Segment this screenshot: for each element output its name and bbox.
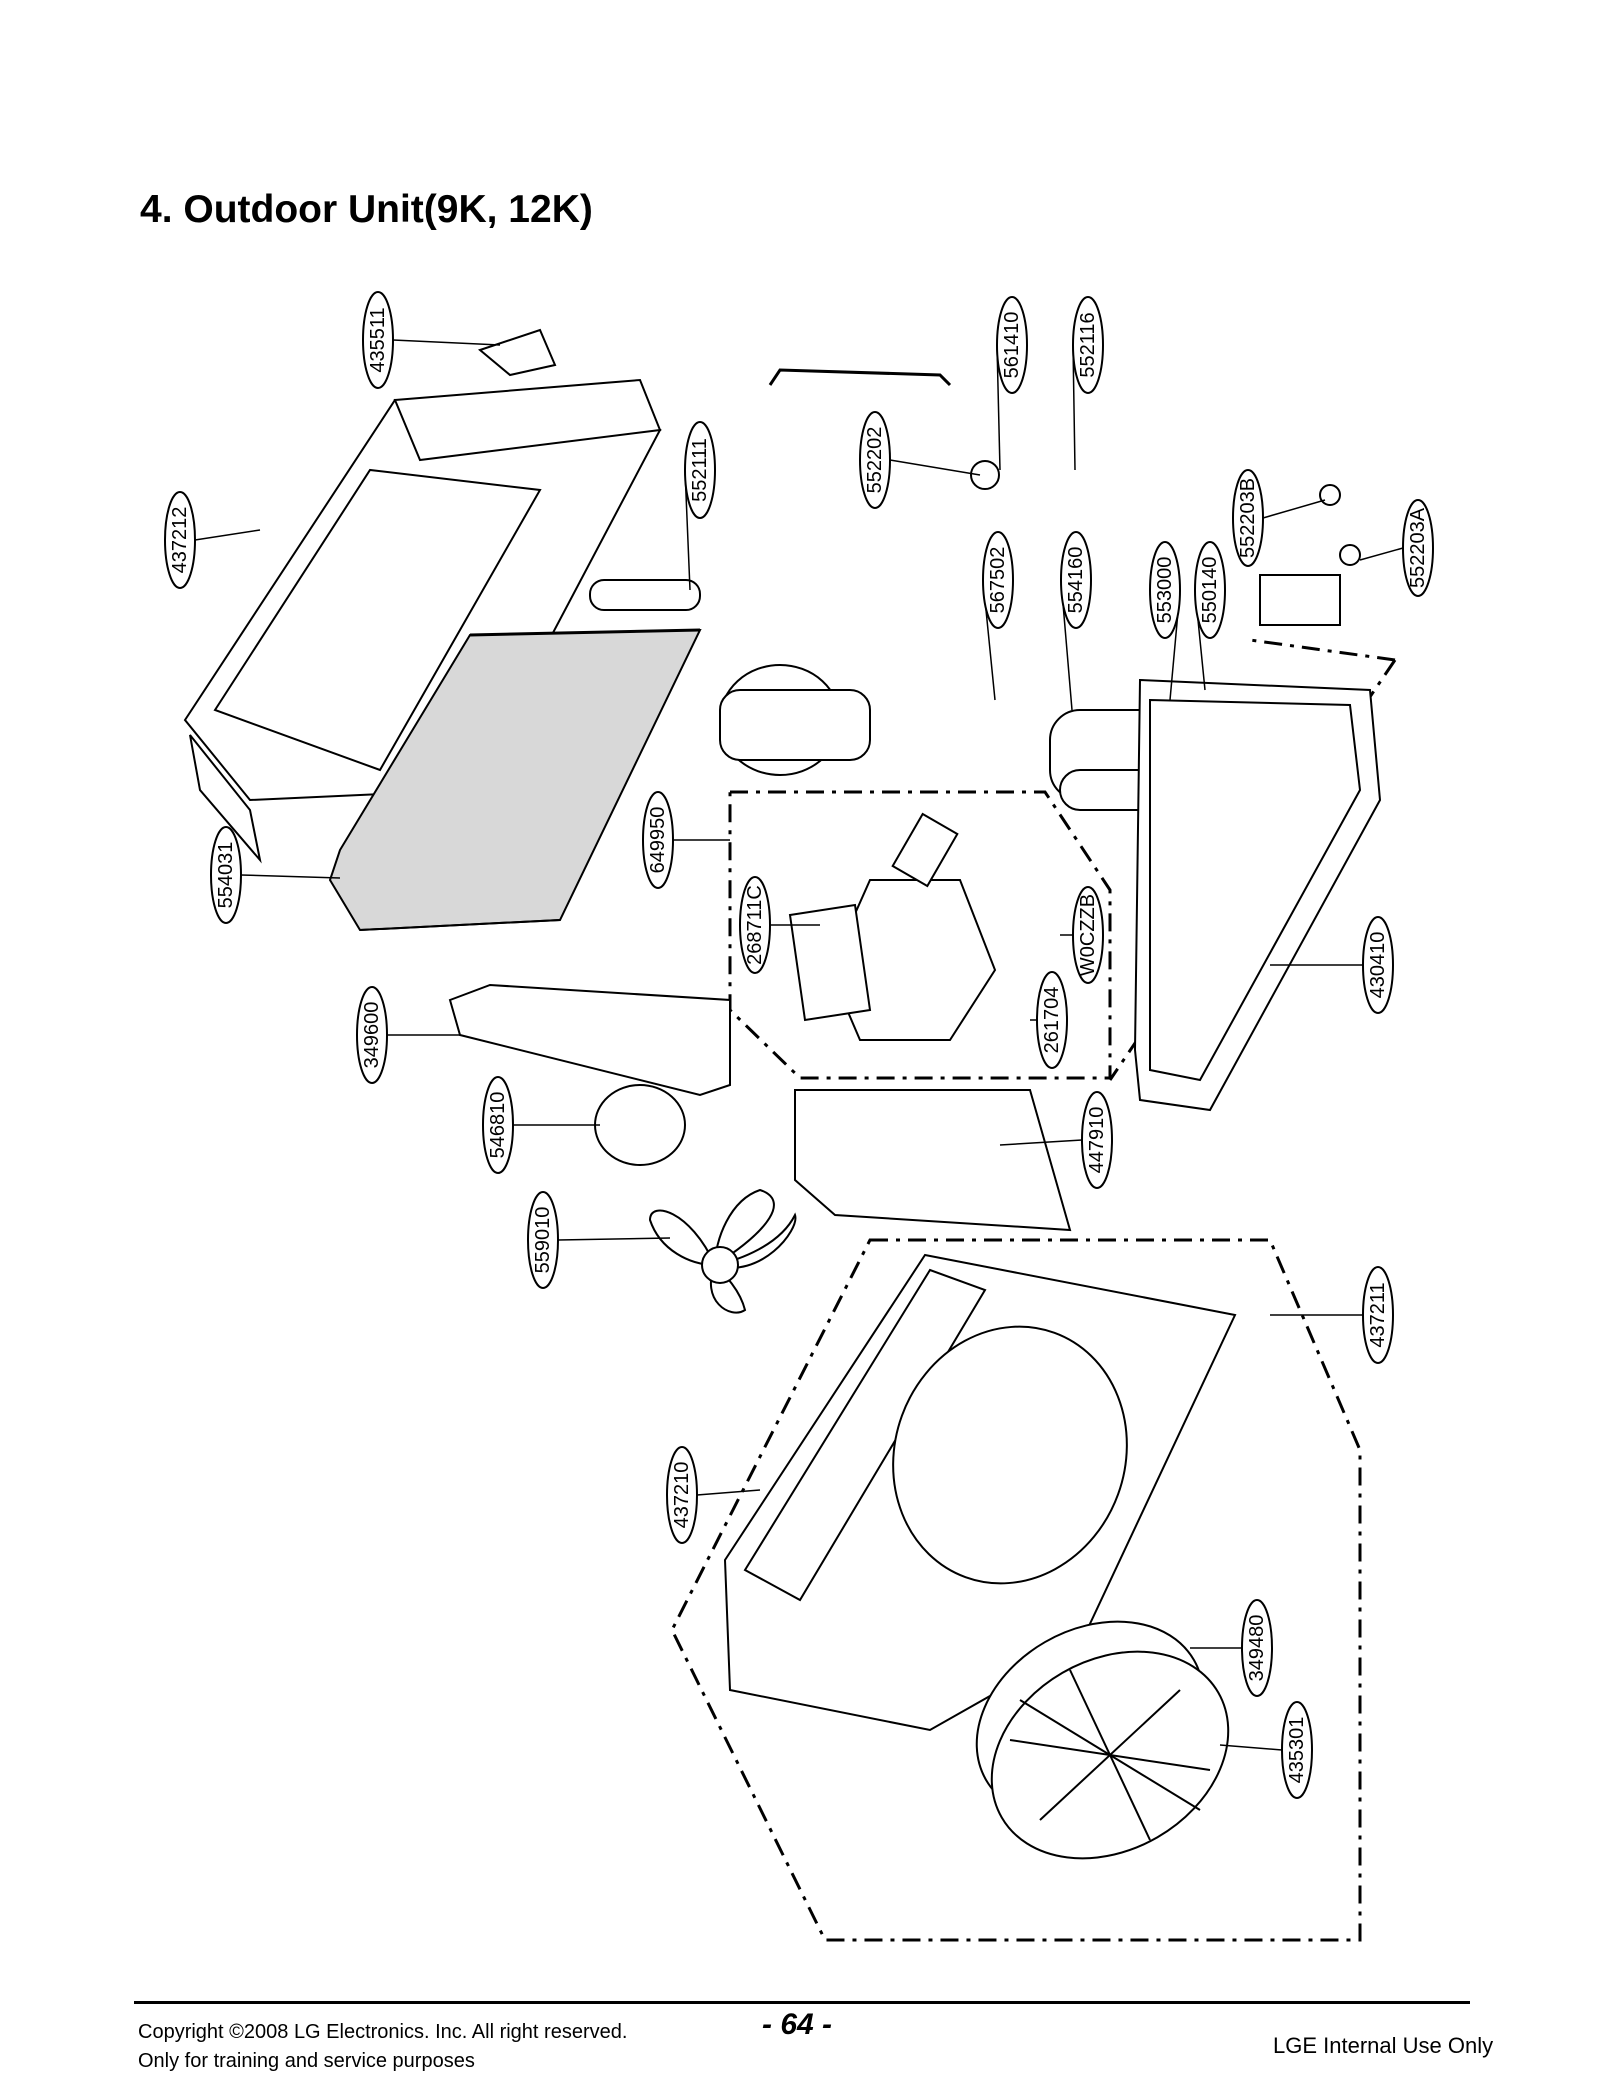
footer-copyright: Copyright ©2008 LG Electronics. Inc. All… <box>138 2021 628 2043</box>
part-number-label: 561410 <box>1001 312 1023 379</box>
part-number-label: 550140 <box>1199 557 1221 624</box>
page-title: 4. Outdoor Unit(9K, 12K) <box>140 188 593 231</box>
callout-bubble-552203B <box>1232 469 1264 567</box>
base-pan-part <box>1133 678 1382 1112</box>
cabinet-grille-part <box>213 468 542 772</box>
part-callouts: 435511 561410 552116 552202 552111 437212 5675… <box>164 291 1434 1799</box>
part-number-label: 437211 <box>1367 1282 1389 1347</box>
part-number-label: W0CZZB <box>1077 894 1099 976</box>
callout-leader-554031 <box>240 874 341 879</box>
callout-leader-435301 <box>1219 1744 1283 1751</box>
callout-bubble-349600 <box>356 986 388 1084</box>
part-number-label: 552202 <box>864 427 886 494</box>
terminal-block-part <box>891 812 959 888</box>
callout-leader-437212 <box>194 529 261 541</box>
part-number-label: 261704 <box>1041 987 1063 1054</box>
tube-part <box>589 579 701 611</box>
callout-bubble-552202 <box>859 411 891 509</box>
part-number-label: 552203A <box>1407 507 1429 588</box>
callout-bubble-261704 <box>1036 971 1068 1069</box>
callout-bubble-435511 <box>362 291 394 389</box>
callout-leader-552202 <box>889 459 981 476</box>
callout-bubble-554160 <box>1060 531 1092 629</box>
callout-leader-447910 <box>999 1139 1083 1146</box>
callout-bubble-435301 <box>1281 1701 1313 1799</box>
callout-bubble-550140 <box>1194 541 1226 639</box>
callout-bubble-268711C <box>739 876 771 974</box>
footer-purpose: Only for training and service purposes <box>138 2050 475 2072</box>
part-number-label: 437210 <box>671 1462 693 1529</box>
barrier-part <box>794 1089 1072 1232</box>
footer-rule <box>134 2001 1470 2004</box>
part-number-label: 649950 <box>647 807 669 874</box>
valve-bracket-part <box>1259 574 1341 626</box>
part-number-label: 567502 <box>987 547 1009 614</box>
callout-leader-559010 <box>557 1237 671 1241</box>
callout-leader-552116 <box>1072 344 1076 471</box>
callout-bubble-559010 <box>527 1191 559 1289</box>
callout-bubble-649950 <box>642 791 674 889</box>
part-number-label: 554160 <box>1065 547 1087 614</box>
part-number-label: 268711C <box>744 885 766 965</box>
callout-bubble-561410 <box>996 296 1028 394</box>
callout-bubble-554031 <box>210 826 242 924</box>
callout-bubble-552111 <box>684 421 716 519</box>
part-number-label: 546810 <box>487 1092 509 1159</box>
callout-bubble-437212 <box>164 491 196 589</box>
callout-bubble-552203A <box>1402 499 1434 597</box>
valve-part <box>970 460 1000 490</box>
part-number-label: 430410 <box>1367 932 1389 999</box>
callout-bubble-430410 <box>1362 916 1394 1014</box>
part-number-label: 447910 <box>1086 1107 1108 1174</box>
part-number-label: 552116 <box>1077 312 1099 377</box>
part-number-label: 435511 <box>367 307 389 372</box>
callout-bubble-437210 <box>666 1446 698 1544</box>
part-number-label: 559010 <box>532 1207 554 1274</box>
callout-bubble-437211 <box>1362 1266 1394 1364</box>
part-number-label: 554031 <box>215 842 237 909</box>
part-number-label: 552111 <box>689 438 711 502</box>
callout-leader-435511 <box>392 339 501 346</box>
callout-bubble-552116 <box>1072 296 1104 394</box>
part-number-label: 553000 <box>1154 557 1176 624</box>
part-number-label: 435301 <box>1286 1717 1308 1784</box>
part-number-label: 349600 <box>361 1002 383 1069</box>
callout-bubble-349480 <box>1241 1599 1273 1697</box>
callout-bubble-567502 <box>982 531 1014 629</box>
callout-leader-552203B <box>1262 499 1326 519</box>
control-box-part <box>788 879 997 1041</box>
part-number-label: 437212 <box>169 507 191 574</box>
service-valve-b-part <box>1319 484 1341 506</box>
compressor-jacket-part <box>719 664 871 776</box>
callout-leader-552203A <box>1359 547 1404 561</box>
footer-internal: LGE Internal Use Only <box>1273 2033 1494 2058</box>
front-panel-part <box>723 1253 1237 1732</box>
callout-bubble-546810 <box>482 1076 514 1174</box>
fan-part <box>648 1188 797 1314</box>
page-number: - 64 - <box>762 2008 833 2041</box>
fan-grille-part <box>990 1650 1230 1860</box>
part-number-label: 349480 <box>1246 1615 1268 1682</box>
motor-mount-part <box>448 983 731 1097</box>
service-valve-a-part <box>1339 544 1361 566</box>
callout-bubble-447910 <box>1081 1091 1113 1189</box>
pipe-part <box>768 368 952 387</box>
part-number-label: 552203B <box>1237 478 1259 558</box>
cover-bracket-part <box>477 328 557 377</box>
callout-bubble-W0CZZB <box>1072 886 1104 984</box>
fan-motor-part <box>594 1084 686 1166</box>
front-panel-group-outline <box>670 1238 1362 1942</box>
callout-leader-437210 <box>696 1489 761 1496</box>
condenser-part <box>328 628 702 932</box>
panel-dash-link-2 <box>1249 638 1396 662</box>
callout-bubble-553000 <box>1149 541 1181 639</box>
